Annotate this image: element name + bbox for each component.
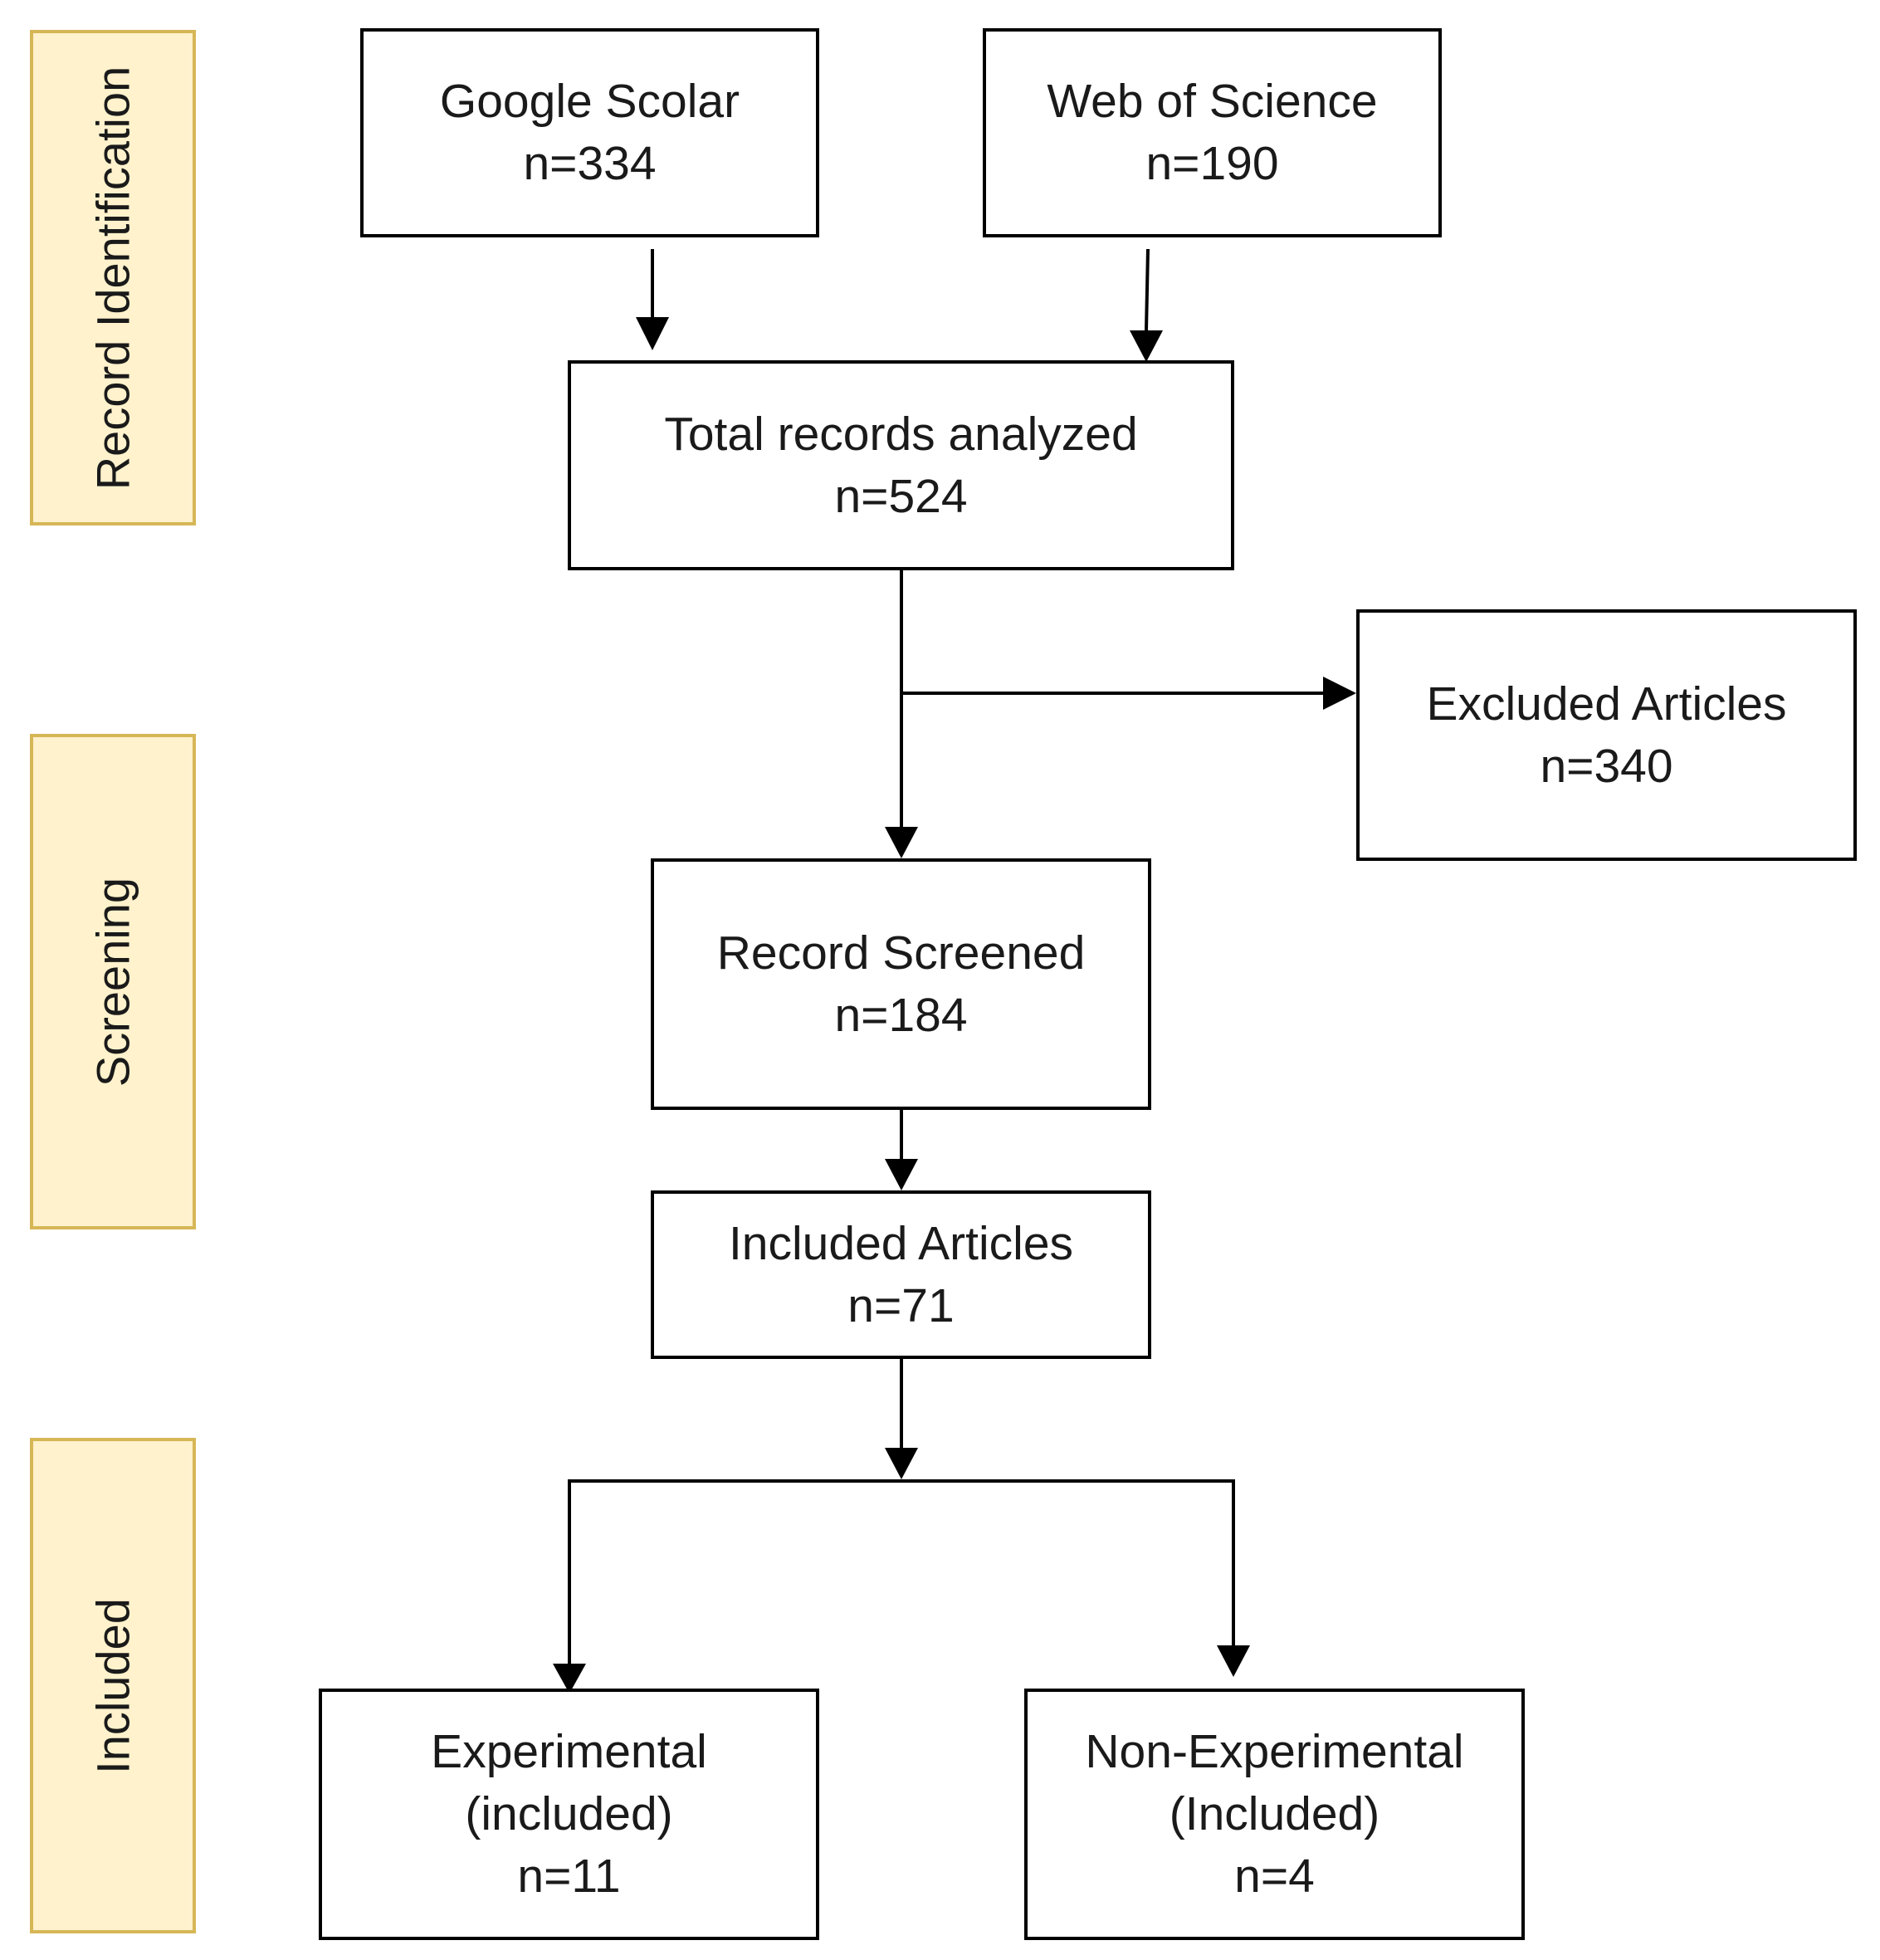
arrowhead-google	[636, 317, 669, 350]
box-subtitle: (Included)	[1169, 1787, 1380, 1840]
box-title: Excluded Articles	[1426, 677, 1787, 731]
box-count: n=190	[1145, 137, 1279, 190]
box-count: n=524	[834, 469, 968, 523]
arrowhead-non-experimental	[1217, 1645, 1250, 1677]
arrowhead-wos	[1130, 330, 1163, 362]
box-count: n=334	[523, 137, 657, 190]
arrowhead-included	[885, 1159, 918, 1190]
box-count: n=340	[1540, 739, 1673, 793]
box-title: Web of Science	[1047, 75, 1378, 128]
box-title: Total records analyzed	[664, 407, 1138, 461]
box-title: Google Scolar	[439, 75, 740, 128]
record-screened-box: Record Screened n=184	[651, 858, 1151, 1110]
box-count: n=4	[1234, 1850, 1315, 1903]
web-of-science-box: Web of Science n=190	[983, 28, 1442, 237]
box-title: Record Screened	[716, 926, 1086, 980]
excluded-articles-box: Excluded Articles n=340	[1356, 609, 1857, 861]
google-scholar-box: Google Scolar n=334	[360, 28, 819, 237]
arrow-wos-to-total	[1145, 248, 1150, 331]
arrowhead-split	[885, 1448, 918, 1479]
arrowhead-screened	[885, 827, 918, 858]
phase-screening: Screening	[30, 734, 196, 1229]
phase-record-identification: Record Identification	[30, 30, 196, 525]
experimental-box: Experimental (included) n=11	[319, 1689, 819, 1940]
arrowhead-excluded	[1323, 677, 1356, 710]
arrowhead-experimental	[553, 1664, 586, 1694]
split-line	[568, 1479, 1235, 1664]
box-count: n=184	[834, 988, 968, 1042]
box-count: n=71	[847, 1278, 955, 1332]
phase-included: Included	[30, 1438, 196, 1933]
box-title: Experimental	[431, 1725, 707, 1778]
included-articles-box: Included Articles n=71	[651, 1190, 1151, 1359]
non-experimental-box: Non-Experimental (Included) n=4	[1024, 1689, 1525, 1940]
box-title: Included Articles	[728, 1216, 1074, 1270]
total-records-box: Total records analyzed n=524	[568, 360, 1234, 570]
box-title: Non-Experimental	[1085, 1725, 1464, 1778]
box-count: n=11	[517, 1850, 621, 1903]
box-subtitle: (included)	[465, 1787, 673, 1840]
